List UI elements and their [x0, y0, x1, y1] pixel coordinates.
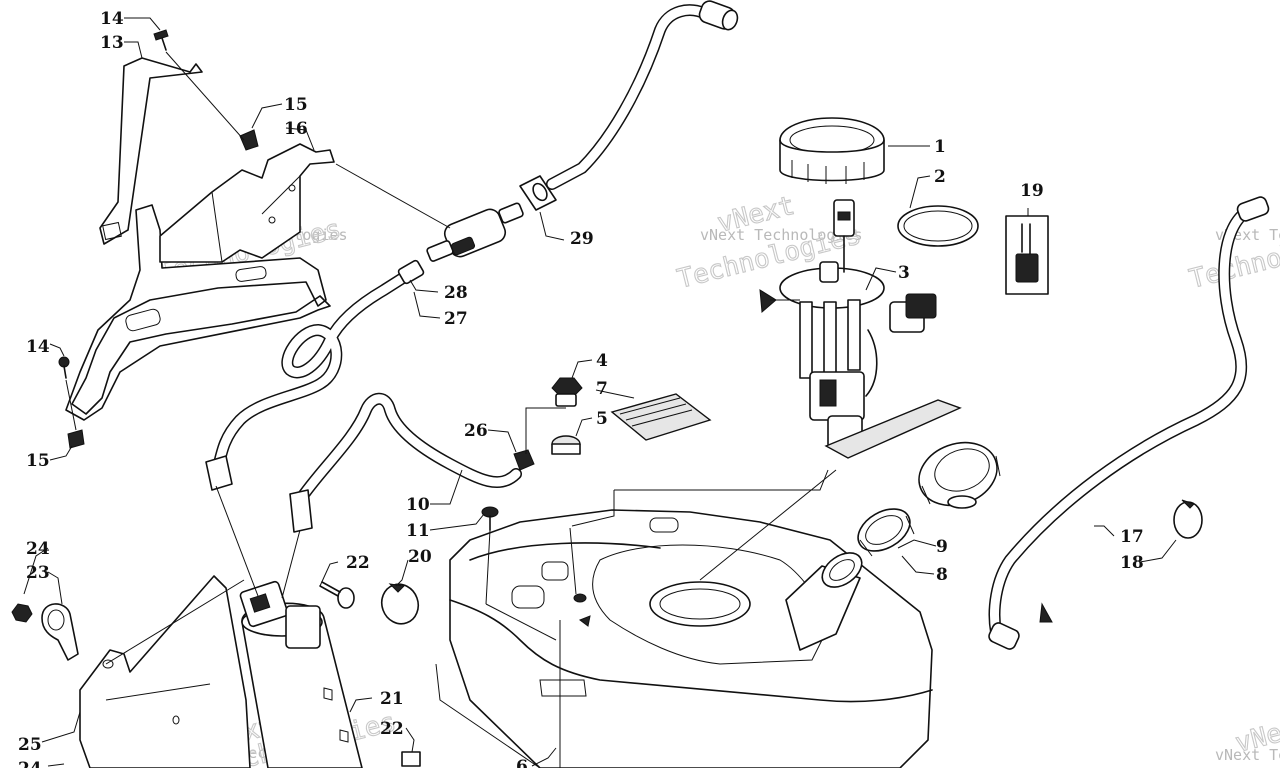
- hose-fitting: [519, 175, 557, 211]
- callout-14: 14: [100, 9, 124, 29]
- callout-22: 22: [346, 553, 370, 573]
- warning-label: [610, 393, 712, 441]
- callout-labels: 14 13 15 16 14 15 29 28 27 1 2 3 19 4 7 …: [18, 9, 1144, 768]
- p-clamp: [41, 603, 79, 661]
- callout-15: 15: [26, 451, 50, 471]
- callout-26: 26: [464, 421, 488, 441]
- callout-24: 24: [18, 759, 42, 768]
- hose-clamp: [1173, 499, 1203, 539]
- callout-19: 19: [1020, 181, 1044, 201]
- fuel-pump-module: [759, 199, 962, 459]
- pump-seal-ring: [897, 205, 979, 247]
- callout-22: 22: [380, 719, 404, 739]
- watermark-text: vNext Technologies: [1215, 746, 1280, 764]
- callout-13: 13: [100, 33, 124, 53]
- callout-20: 20: [408, 547, 432, 567]
- filler-adapter: [857, 508, 915, 557]
- callout-14: 14: [26, 337, 50, 357]
- fuel-hose-10: [289, 392, 522, 533]
- callout-5: 5: [596, 409, 608, 429]
- callout-18: 18: [1120, 553, 1144, 573]
- callout-27: 27: [444, 309, 468, 329]
- callout-16: 16: [284, 119, 308, 139]
- rollover-valve: [513, 377, 583, 471]
- fuel-filter: [335, 163, 524, 262]
- screw-icon: [58, 356, 70, 379]
- callout-6: 6: [516, 757, 528, 768]
- watermark-text: vNext Technologies: [700, 226, 863, 244]
- callout-23: 23: [26, 563, 50, 583]
- callout-7: 7: [596, 379, 608, 399]
- callout-10: 10: [406, 495, 430, 515]
- fuel-pump-canister: [239, 580, 363, 768]
- screw-icon: [481, 506, 557, 641]
- bolt-icon: [319, 581, 355, 609]
- clip-icon: [239, 129, 259, 151]
- fuel-tank: [449, 509, 933, 768]
- callout-17: 17: [1120, 527, 1144, 547]
- screw-icon: [153, 29, 169, 51]
- callout-24: 24: [26, 539, 50, 559]
- callout-28: 28: [444, 283, 468, 303]
- callout-4: 4: [596, 351, 608, 371]
- hose-clamp: [380, 583, 420, 625]
- pump-lock-ring: [779, 117, 885, 184]
- callout-1: 1: [934, 137, 946, 157]
- sender-unit: [1005, 215, 1049, 295]
- callout-15: 15: [284, 95, 308, 115]
- fuel-hose-return: [205, 259, 425, 491]
- fuel-hose-17: [988, 196, 1270, 650]
- mounting-bracket: [58, 29, 335, 449]
- nut-icon: [11, 603, 33, 623]
- callout-2: 2: [934, 167, 946, 187]
- heat-shield: [79, 575, 251, 768]
- gas-cap: [918, 441, 1001, 509]
- callout-9: 9: [936, 537, 948, 557]
- fuel-hose-upper: [546, 0, 739, 190]
- bolt-icon: [401, 751, 421, 767]
- leader-lines: [23, 17, 1177, 768]
- clip-icon: [67, 429, 85, 449]
- callout-11: 11: [406, 521, 430, 541]
- callout-3: 3: [898, 263, 910, 283]
- callout-21: 21: [380, 689, 404, 709]
- callout-29: 29: [570, 229, 594, 249]
- callout-25: 25: [18, 735, 42, 755]
- callout-8: 8: [936, 565, 948, 585]
